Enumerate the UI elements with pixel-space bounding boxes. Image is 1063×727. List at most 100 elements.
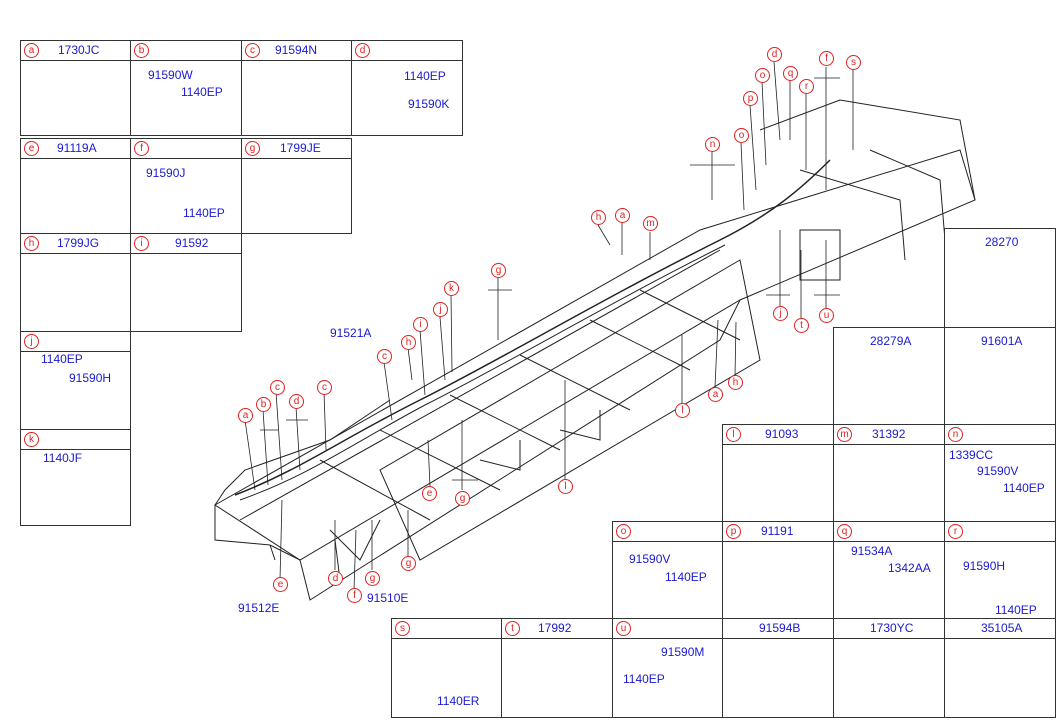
part-number: 91534A [851, 544, 893, 558]
callout-badge: e [24, 141, 39, 156]
part-cell-p: p 91191 [722, 521, 834, 619]
part-number: 91590M [661, 645, 705, 659]
part-cell-m: m 31392 [833, 424, 945, 522]
part-number: 1140JF [43, 451, 83, 465]
callout-a: a [238, 408, 253, 423]
callout-p: p [743, 91, 758, 106]
part-number: 91119A [57, 141, 97, 155]
callout-badge: k [24, 432, 39, 447]
part-number: 28279A [870, 334, 912, 348]
callout-e: e [422, 486, 437, 501]
callout-badge: j [24, 334, 39, 349]
part-number: 17992 [538, 621, 572, 635]
callout-a: a [615, 208, 630, 223]
callout-e: e [273, 577, 288, 592]
part-cell-h: h 1799JG [20, 233, 131, 332]
part-number: 35105A [981, 621, 1023, 635]
part-number: 1140EP [995, 603, 1037, 617]
callout-u: u [819, 308, 834, 323]
part-cell-l: l 91093 [722, 424, 834, 522]
part-cell-x6: 91601A [944, 327, 1056, 425]
part-number: 1730JC [58, 43, 100, 57]
part-number: 1140EP [665, 570, 707, 584]
part-cell-a: a 1730JC [20, 40, 131, 136]
part-cell-x5: 28279A [833, 327, 945, 425]
part-cell-x2: 1730YC [833, 618, 945, 718]
callout-badge: u [616, 621, 631, 636]
callout-badge: a [24, 43, 39, 58]
part-number: 31392 [872, 427, 906, 441]
part-cell-k: k 1140JF [20, 429, 131, 526]
callout-k: k [444, 281, 459, 296]
part-number: 91590W [148, 68, 193, 82]
part-number: 1140EP [183, 206, 225, 220]
callout-s: s [846, 55, 861, 70]
part-cell-t: t 17992 [501, 618, 613, 718]
callout-badge: m [837, 427, 852, 442]
part-cell-d: d 1140EP 91590K [351, 40, 463, 136]
part-cell-r: r 91590H 1140EP [944, 521, 1056, 619]
part-cell-o: o 91590V 1140EP [612, 521, 723, 619]
callout-badge: q [837, 524, 852, 539]
part-number: 1140ER [437, 694, 480, 708]
part-cell-f: f 91590J 1140EP [130, 138, 242, 234]
part-number: 91590V [629, 552, 671, 566]
callout-g: g [401, 556, 416, 571]
part-number: 91590V [977, 464, 1019, 478]
part-cell-x1: 91594B [722, 618, 834, 718]
part-cell-c: c 91594N [241, 40, 352, 136]
part-cell-n: n 1339CC 91590V 1140EP [944, 424, 1056, 522]
part-cell-s: s 1140ER [391, 618, 502, 718]
callout-c: c [317, 380, 332, 395]
part-cell-e: e 91119A [20, 138, 131, 234]
callout-j: j [773, 306, 788, 321]
part-number: 91093 [765, 427, 799, 441]
callout-c: c [270, 380, 285, 395]
callout-j: j [433, 302, 448, 317]
harness-label: 91521A [330, 326, 372, 340]
part-cell-j: j 1140EP 91590H [20, 331, 131, 430]
callout-badge: d [355, 43, 370, 58]
callout-badge: b [134, 43, 149, 58]
callout-badge: o [616, 524, 631, 539]
part-cell-q: q 91534A 1342AA [833, 521, 945, 619]
part-number: 91592 [175, 236, 209, 250]
part-cell-g: g 1799JE [241, 138, 352, 234]
part-number: 91594N [275, 43, 318, 57]
part-number: 1140EP [181, 85, 223, 99]
callout-b: b [256, 397, 271, 412]
callout-g: g [455, 491, 470, 506]
part-number: 1339CC [949, 448, 994, 462]
part-cell-b: b 91590W 1140EP [130, 40, 242, 136]
callout-g: g [365, 571, 380, 586]
callout-h: h [591, 210, 606, 225]
part-number: 91594B [759, 621, 801, 635]
part-number: 1799JE [280, 141, 321, 155]
part-number: 91590H [69, 371, 112, 385]
callout-d: d [328, 571, 343, 586]
part-number: 1730YC [870, 621, 914, 635]
callout-badge: t [505, 621, 520, 636]
callout-badge: f [134, 141, 149, 156]
callout-t: t [794, 318, 809, 333]
part-number: 91590J [146, 166, 186, 180]
part-number: 1799JG [57, 236, 100, 250]
callout-i: i [413, 317, 428, 332]
callout-q: q [783, 66, 798, 81]
callout-badge: g [245, 141, 260, 156]
part-cell-i: i 91592 [130, 233, 242, 332]
callout-c: c [377, 349, 392, 364]
callout-h: h [728, 375, 743, 390]
part-number: 91191 [761, 524, 794, 538]
callout-g: g [491, 263, 506, 278]
part-number: 1140EP [41, 352, 83, 366]
part-number: 91590H [963, 559, 1006, 573]
callout-l: l [558, 479, 573, 494]
harness-label: 91512E [238, 601, 280, 615]
part-number: 1140EP [623, 672, 665, 686]
callout-badge: h [24, 236, 39, 251]
callout-f: f [347, 588, 362, 603]
harness-label: 91510E [367, 591, 409, 605]
callout-badge: l [726, 427, 741, 442]
callout-o: o [734, 128, 749, 143]
